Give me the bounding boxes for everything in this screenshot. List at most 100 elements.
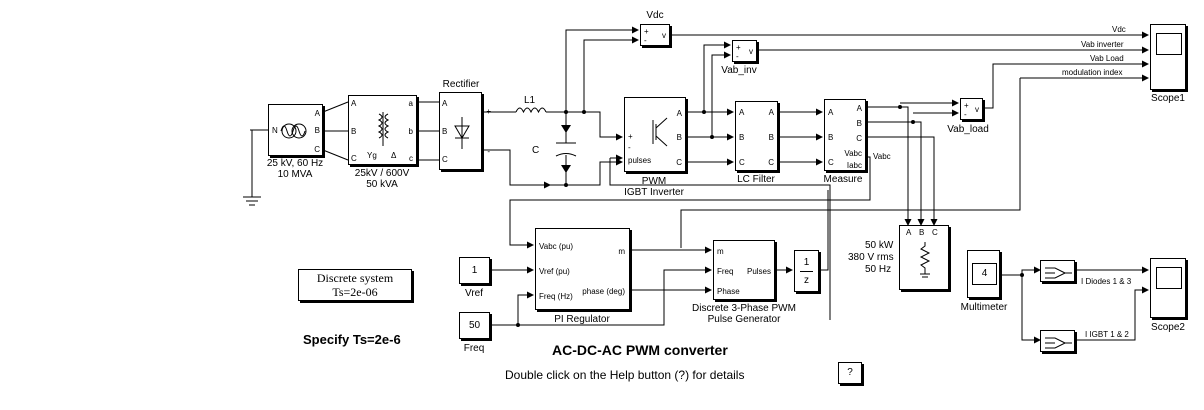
vab-load-voltmeter[interactable]: + - v: [960, 98, 983, 120]
lc-in-a: A: [739, 108, 745, 117]
xfmr-yg: Yg: [367, 151, 377, 160]
xfmr-out-b: b: [408, 127, 413, 136]
wire-dc-minus: [482, 149, 622, 186]
load-port-a: A: [906, 228, 912, 237]
inverter-label-2: IGBT Inverter: [624, 187, 684, 198]
source-port-c: C: [314, 145, 320, 154]
vab-inv-label: Vab_inv: [721, 65, 757, 76]
vdc-label: Vdc: [646, 10, 664, 21]
load-label-3: 50 Hz: [865, 264, 892, 275]
vref-constant[interactable]: 1: [459, 257, 490, 284]
selector-2[interactable]: [1040, 330, 1075, 352]
igbt-switch-icon: [652, 117, 668, 147]
specify-ts-note: Specify Ts=2e-6: [303, 332, 401, 347]
vabload-plus: +: [964, 101, 969, 110]
wire-inv-lc: [686, 111, 733, 163]
freq-label: Freq: [463, 343, 485, 354]
discrete-system-block[interactable]: Discrete system Ts=2e-06: [298, 269, 412, 301]
capacitor-label: C: [532, 145, 540, 156]
xfmr-in-b: B: [351, 127, 357, 136]
pi-out-phase: phase (deg): [582, 287, 625, 296]
pi-regulator-block[interactable]: Vabc (pu) Vref (pu) Freq (Hz) m phase (d…: [535, 228, 630, 310]
scope1-sig-vab-inv: Vab inverter: [1081, 40, 1124, 49]
meas-iabc: Iabc: [846, 161, 862, 170]
diagram-title: AC-DC-AC PWM converter: [552, 342, 728, 358]
gen-out-pulses: Pulses: [746, 267, 771, 276]
inv-out-c: C: [676, 158, 682, 167]
pwm-gen-label-2: Pulse Generator: [707, 314, 781, 325]
help-question-icon: ?: [847, 367, 853, 378]
gen-in-phase: Phase: [717, 287, 740, 296]
three-phase-load[interactable]: A B C: [899, 225, 949, 290]
lc-in-c: C: [739, 158, 745, 167]
resistor-icon: [919, 242, 931, 278]
unit-delay-block[interactable]: 1 z: [794, 250, 819, 292]
vdc-voltmeter[interactable]: + - v: [640, 24, 670, 46]
load-label-2: 380 V rms: [848, 252, 894, 263]
rectifier-block[interactable]: A B C + -: [439, 92, 491, 170]
scope1-block[interactable]: [1150, 24, 1186, 90]
discrete-system-line2: Ts=2e-06: [332, 285, 378, 299]
wire-vab-inv: [703, 44, 730, 137]
meas-in-a: A: [828, 108, 834, 117]
help-button[interactable]: ?: [838, 362, 862, 384]
wire-dc-plus: [482, 111, 622, 138]
vdc-plus: +: [644, 27, 649, 36]
three-phase-source[interactable]: N A B C: [268, 104, 323, 156]
wire-xfmr-rect: [417, 101, 439, 161]
load-label-1: 50 kW: [865, 240, 894, 251]
lc-filter-block[interactable]: A B C A B C: [735, 101, 778, 171]
freq-constant[interactable]: 50: [459, 312, 490, 339]
pi-in-vabc: Vabc (pu): [539, 242, 574, 251]
source-port-b: B: [314, 126, 320, 135]
rect-in-a: A: [442, 99, 448, 108]
vdc-v: v: [662, 31, 666, 40]
rectifier-label: Rectifier: [442, 79, 480, 90]
scope2-block[interactable]: [1150, 258, 1186, 318]
discrete-system-line1: Discrete system: [316, 271, 394, 285]
pi-in-vref: Vref (pu): [539, 267, 570, 276]
measure-block[interactable]: A B C A B C Vabc Iabc: [824, 99, 866, 171]
multimeter-block[interactable]: 4: [967, 250, 1000, 298]
scope1-sig-mod: modulation index: [1062, 68, 1123, 77]
selector-1[interactable]: [1040, 260, 1075, 282]
transformer-coil-icon: [377, 112, 390, 146]
transformer-block[interactable]: A B C a b c Yg Δ: [348, 95, 417, 165]
multimeter-display: 4: [972, 263, 997, 285]
sig-delay-out: [819, 190, 829, 271]
pi-regulator-label: PI Regulator: [554, 314, 610, 325]
source-coil-icon: [280, 123, 307, 139]
lc-out-b: B: [768, 133, 774, 142]
lc-out-a: A: [768, 108, 774, 117]
vab-inv-voltmeter[interactable]: + - v: [732, 40, 757, 62]
transformer-label-1: 25kV / 600V: [354, 168, 410, 179]
inverter-label-1: PWM: [641, 176, 667, 187]
meas-in-b: B: [828, 133, 834, 142]
xfmr-in-c: C: [351, 154, 357, 163]
wire-vdc: [565, 29, 638, 112]
sig-mod-index: [680, 77, 1148, 248]
transformer-label-2: 50 kVA: [366, 179, 398, 190]
measure-vabc-out-label: Vabc: [873, 152, 891, 161]
meas-out-b: B: [856, 119, 862, 128]
vdc-minus: -: [644, 36, 647, 45]
vref-value: 1: [471, 265, 478, 276]
inductor-coil: [515, 107, 547, 114]
gen-in-m: m: [717, 247, 724, 256]
multimeter-value: 4: [981, 268, 988, 279]
inv-out-b: B: [676, 133, 682, 142]
pwm-generator-block[interactable]: m Freq Phase Pulses: [713, 240, 775, 300]
vab-load-label: Vab_load: [947, 124, 989, 135]
scope2-label: Scope2: [1151, 322, 1185, 333]
vabload-v: v: [975, 105, 979, 114]
xfmr-out-c: c: [409, 154, 413, 163]
rect-plus: +: [486, 107, 491, 116]
source-port-n: N: [272, 126, 278, 135]
pwm-igbt-inverter[interactable]: + - pulses A B C: [624, 97, 686, 172]
vabload-minus: -: [964, 110, 967, 119]
rect-minus: -: [487, 147, 490, 156]
inv-minus: -: [628, 143, 631, 152]
unit-delay-num: 1: [803, 257, 810, 268]
vabinv-v: v: [749, 47, 753, 56]
